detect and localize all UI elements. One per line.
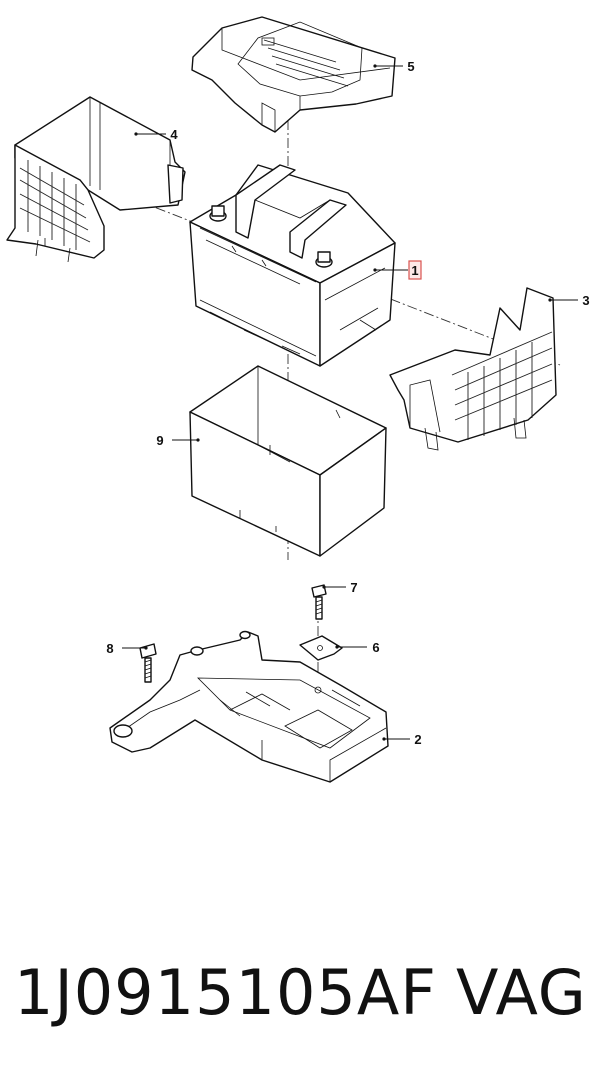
callout-label-1: 1	[411, 263, 418, 278]
battery-side-shield-right	[389, 287, 557, 451]
battery-side-shield-left	[6, 96, 186, 263]
battery	[189, 164, 396, 367]
callout-6: 6	[335, 640, 380, 655]
callout-1: 1	[373, 260, 422, 280]
callout-label-6: 6	[372, 640, 379, 655]
callout-label-2: 2	[414, 732, 421, 747]
insulating-sleeve	[189, 365, 387, 557]
caption-bar: 1J0915105AF VAG	[0, 948, 600, 1038]
callout-2: 2	[382, 732, 422, 747]
callout-7: 7	[322, 580, 358, 595]
callout-label-8: 8	[106, 641, 113, 656]
callout-label-3: 3	[582, 293, 589, 308]
brand-label: VAG	[456, 956, 587, 1029]
part-number: 1J0915105AF	[14, 956, 437, 1029]
bolt-8	[139, 643, 157, 683]
bolt-7	[311, 584, 327, 620]
callout-label-9: 9	[156, 433, 163, 448]
clamp-bracket	[299, 635, 343, 661]
callout-8: 8	[106, 641, 148, 656]
callout-5: 5	[373, 59, 415, 74]
callout-1-highlight	[408, 260, 422, 280]
callout-4: 4	[134, 127, 178, 142]
callout-label-7: 7	[350, 580, 357, 595]
callout-9: 9	[156, 433, 200, 448]
battery-tray	[109, 630, 389, 783]
callout-label-5: 5	[407, 59, 414, 74]
callout-label-4: 4	[170, 127, 178, 142]
callout-3: 3	[548, 293, 590, 308]
battery-top-cover	[191, 16, 396, 133]
battery-exploded-diagram: 1 2 3 4 5 6 7 8 9	[6, 16, 590, 783]
